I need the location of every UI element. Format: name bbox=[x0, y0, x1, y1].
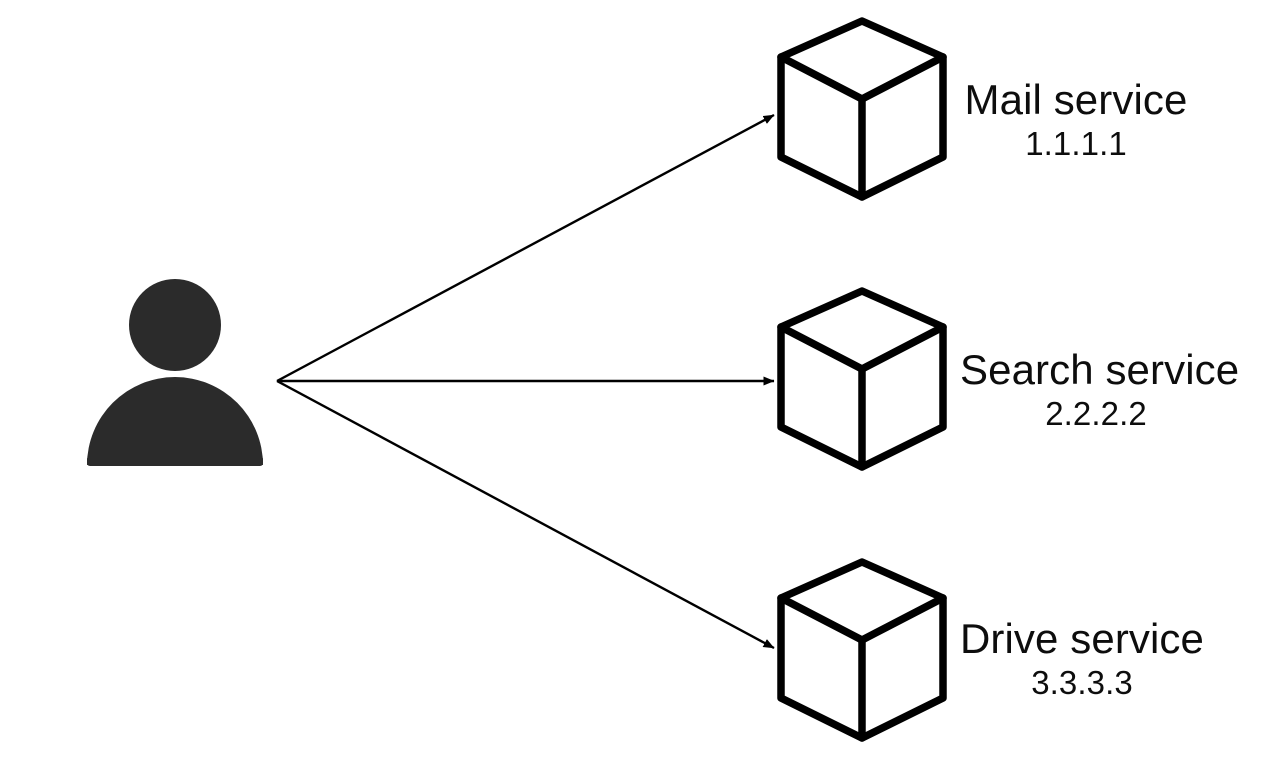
node-label-search: Search service 2.2.2.2 bbox=[960, 346, 1240, 432]
node-title-mail: Mail service bbox=[964, 76, 1188, 123]
node-label-mail: Mail service 1.1.1.1 bbox=[962, 76, 1190, 162]
node-title-search: Search service bbox=[960, 346, 1240, 393]
node-address-drive: 3.3.3.3 bbox=[1031, 663, 1133, 701]
connector-user-to-mail bbox=[276, 113, 775, 383]
node-address-search: 2.2.2.2 bbox=[1045, 394, 1147, 432]
cube-icon-mail bbox=[777, 17, 947, 201]
cube-icon-search bbox=[777, 287, 947, 471]
node-address-mail: 1.1.1.1 bbox=[1025, 124, 1127, 162]
cube-icon-drive bbox=[777, 558, 947, 742]
node-title-drive: Drive service bbox=[959, 615, 1204, 662]
node-label-drive: Drive service 3.3.3.3 bbox=[958, 615, 1206, 701]
person-icon bbox=[87, 279, 263, 466]
connector-user-to-drive bbox=[276, 379, 775, 650]
